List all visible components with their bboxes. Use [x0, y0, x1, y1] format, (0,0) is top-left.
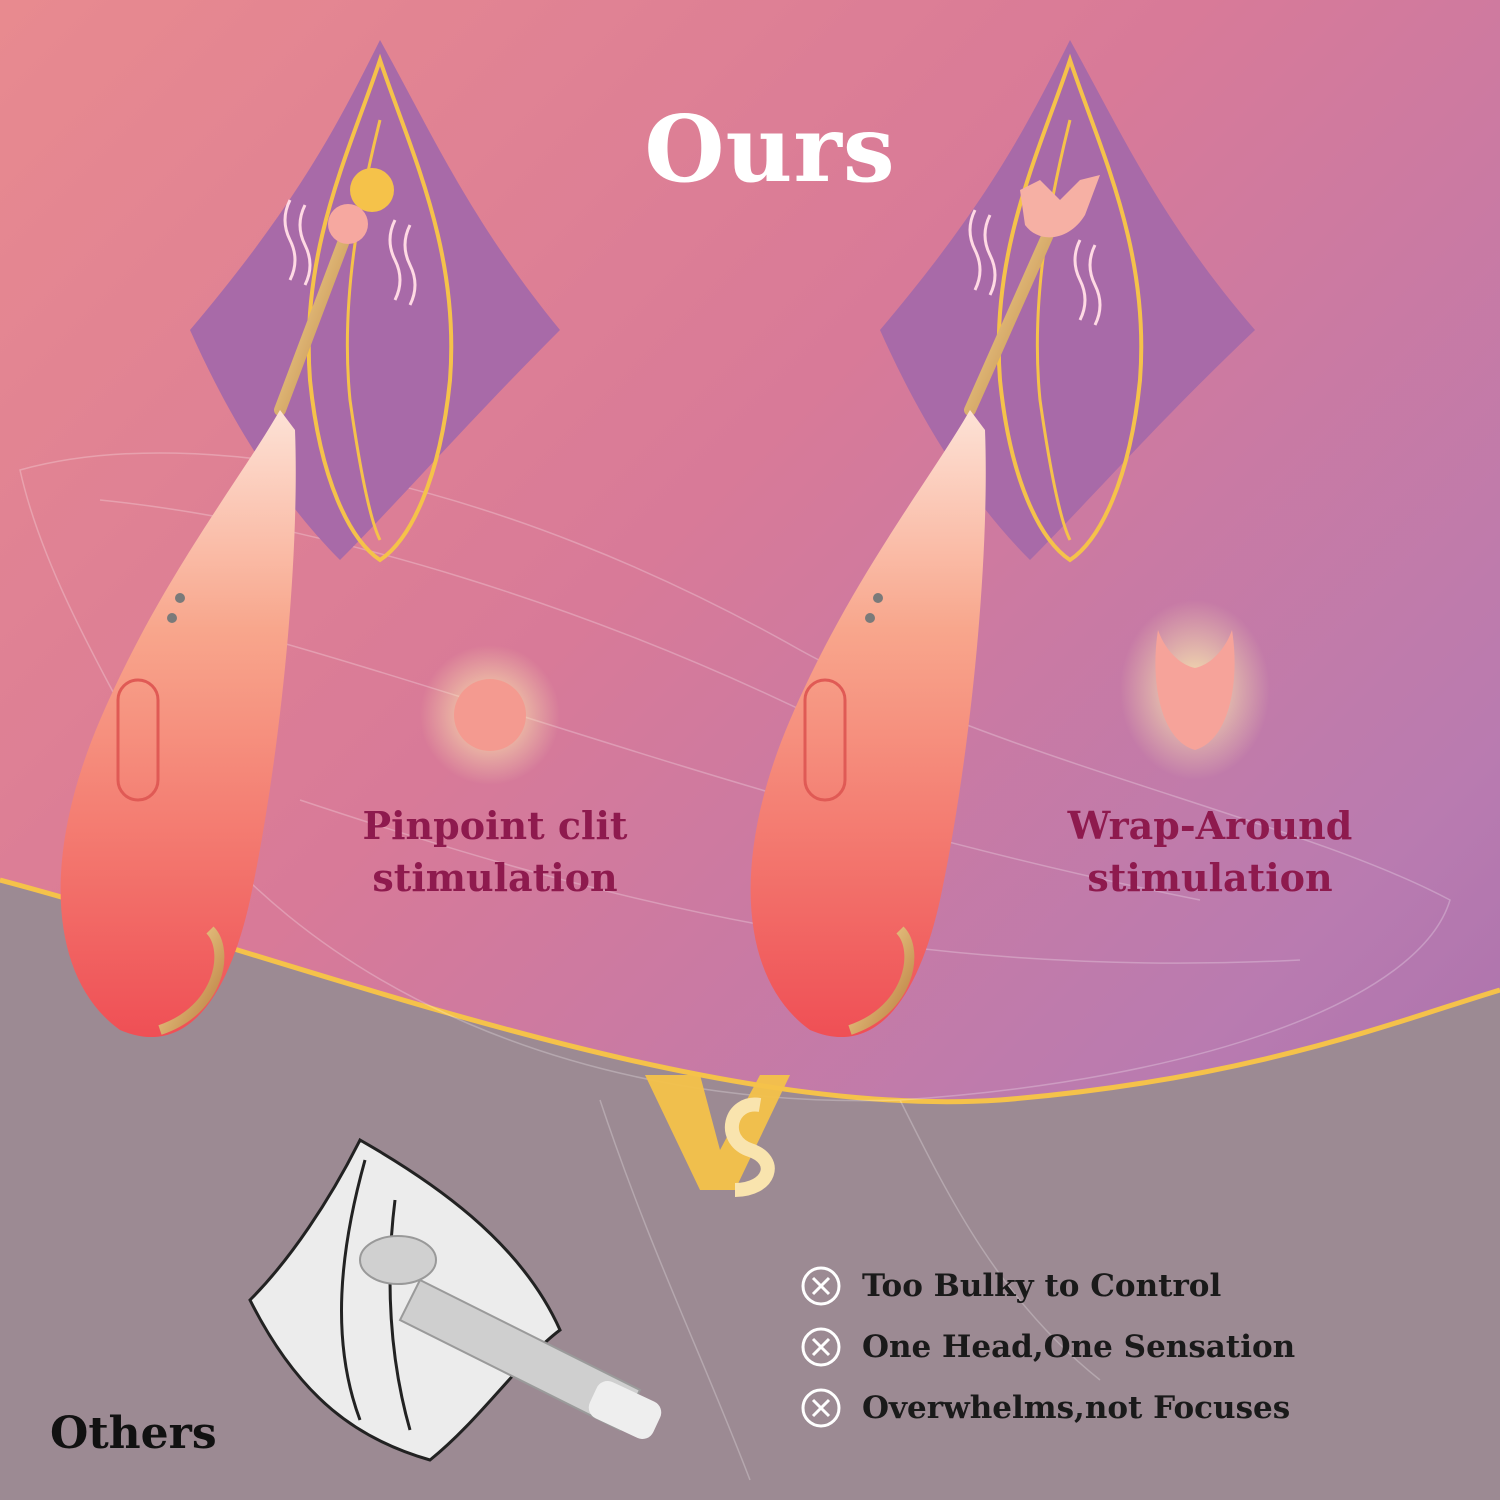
versus-emblem: [645, 1075, 790, 1197]
others-illustration: [248, 1137, 662, 1462]
drawback-item: One Head,One Sensation: [800, 1316, 1450, 1377]
drawback-text: Too Bulky to Control: [862, 1267, 1222, 1304]
caption-wrap-around-line2: stimulation: [1087, 855, 1333, 900]
left-product-image: [60, 204, 368, 1038]
x-circle-icon: [801, 1327, 841, 1366]
drawback-item: Overwhelms,not Focuses: [800, 1377, 1450, 1438]
x-circle-icon: [801, 1266, 841, 1305]
drawback-text: Overwhelms,not Focuses: [862, 1389, 1291, 1426]
ball-head-attachment: [420, 645, 560, 785]
wrap-around-head-attachment: [1120, 600, 1270, 780]
caption-pinpoint-line2: stimulation: [372, 855, 618, 900]
drawback-text: One Head,One Sensation: [862, 1328, 1296, 1365]
x-circle-icon: [801, 1388, 841, 1427]
right-product-image: [750, 175, 1100, 1038]
drawback-item: Too Bulky to Control: [800, 1255, 1450, 1316]
others-label: Others: [50, 1408, 217, 1459]
headline-ours: Ours: [644, 95, 896, 203]
caption-pinpoint-line1: Pinpoint clit: [362, 803, 628, 848]
caption-pinpoint: Pinpoint clit stimulation: [340, 800, 650, 904]
caption-wrap-around-line1: Wrap-Around: [1067, 803, 1353, 848]
drawback-list: Too Bulky to Control One Head,One Sensat…: [800, 1255, 1450, 1438]
caption-wrap-around: Wrap-Around stimulation: [1050, 800, 1370, 904]
